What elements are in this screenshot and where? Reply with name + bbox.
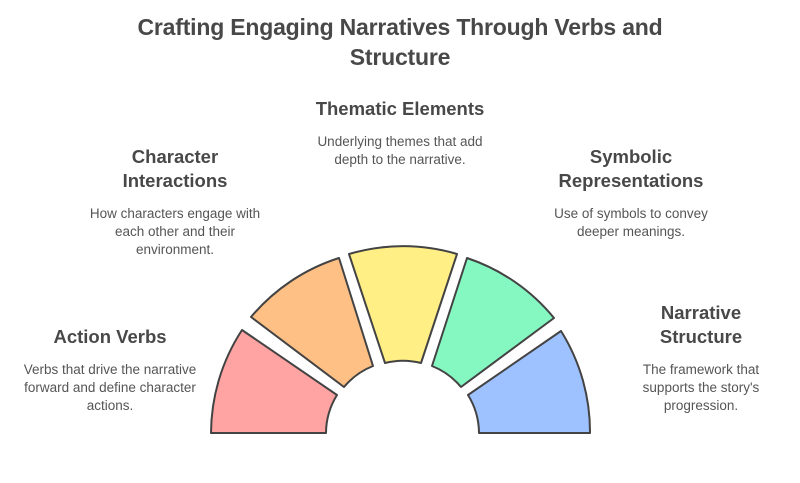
segment-character-interactions[interactable] (250, 257, 374, 388)
label-action-verbs: Action Verbs Verbs that drive the narrat… (22, 325, 198, 415)
label-symbolic-representations: Symbolic Representations Use of symbols … (540, 145, 722, 241)
label-character-interactions: Character Interactions How characters en… (85, 145, 265, 259)
label-thematic-elements: Thematic Elements Underlying themes that… (315, 97, 485, 169)
segment-action-verbs[interactable] (210, 329, 338, 434)
description-action-verbs: Verbs that drive the narrative forward a… (23, 362, 197, 413)
description-symbolic-representations: Use of symbols to convey deeper meanings… (554, 206, 708, 239)
segment-symbolic-representations[interactable] (431, 257, 555, 388)
diagram-title: Crafting Engaging Narratives Through Ver… (137, 14, 663, 70)
heading-character-interactions: Character Interactions (122, 146, 228, 191)
heading-action-verbs: Action Verbs (53, 326, 167, 347)
segment-thematic-elements[interactable] (348, 245, 458, 364)
description-character-interactions: How characters engage with each other an… (89, 206, 261, 257)
segment-narrative-structure[interactable] (467, 330, 592, 434)
description-thematic-elements: Underlying themes that add depth to the … (317, 134, 483, 167)
description-narrative-structure: The framework that supports the story's … (642, 362, 760, 413)
heading-narrative-structure: Narrative Structure (659, 302, 743, 347)
heading-thematic-elements: Thematic Elements (315, 98, 485, 119)
label-narrative-structure: Narrative Structure The framework that s… (626, 301, 776, 415)
heading-symbolic-representations: Symbolic Representations (558, 146, 704, 191)
